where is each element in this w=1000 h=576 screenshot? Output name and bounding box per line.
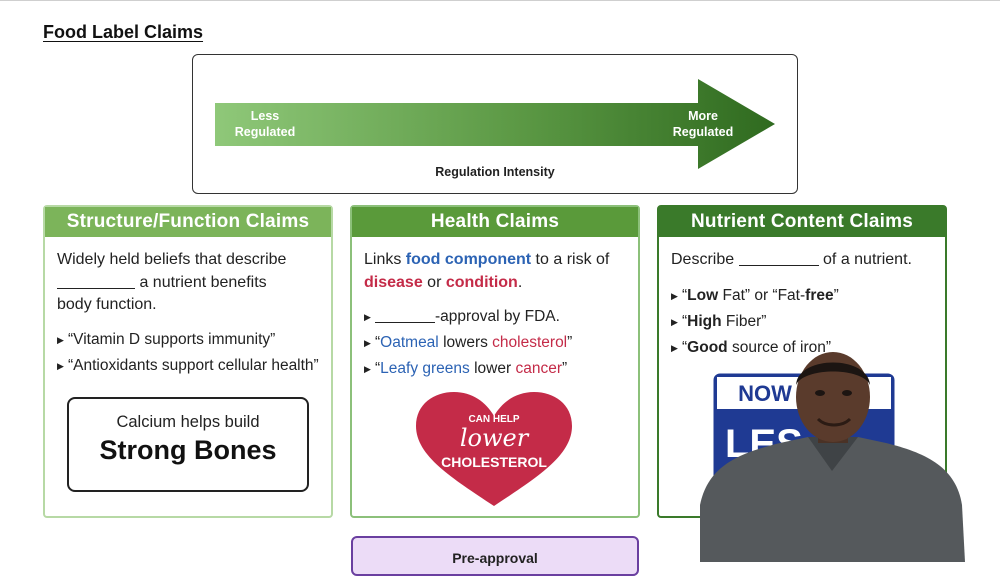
fill-in-blank [375, 308, 435, 323]
bullet-triangle-icon: ▶ [364, 364, 371, 374]
heart-icon: CAN HELP lower CHOLESTEROL [416, 392, 572, 506]
bullet-triangle-icon: ▶ [57, 360, 64, 371]
top-divider [0, 0, 1000, 1]
bullet-triangle-icon: ▶ [364, 338, 371, 348]
list-item: ▶“Leafy greens lower cancer” [364, 356, 624, 382]
card-description: Describe of a nutrient. ▶“Low Fat” or “F… [659, 237, 945, 361]
regulation-arrow-panel: Less Regulated More Regulated Regulation… [192, 54, 798, 194]
heart-text-top: CAN HELP [468, 414, 519, 425]
list-item: ▶-approval by FDA. [364, 304, 624, 330]
heart-text-bottom: CHOLESTEROL [441, 454, 547, 470]
bullet-triangle-icon: ▶ [671, 290, 678, 301]
list-item: ▶“Antioxidants support cellular health” [57, 353, 319, 379]
card-title: Structure/Function Claims [45, 207, 331, 237]
bullet-triangle-icon: ▶ [57, 334, 64, 345]
list-item: ▶“Oatmeal lowers cholesterol” [364, 330, 624, 356]
health-claims-card: Health Claims Links food component to a … [350, 205, 640, 518]
strong-bones-example: Calcium helps build Strong Bones [67, 397, 309, 492]
structure-function-card: Structure/Function Claims Widely held be… [43, 205, 333, 518]
card-title: Health Claims [352, 207, 638, 237]
card-description: Links food component to a risk of diseas… [352, 237, 638, 382]
bullet-triangle-icon: ▶ [671, 342, 678, 353]
bullet-triangle-icon: ▶ [671, 316, 678, 327]
less-regulated-label: Less Regulated [234, 109, 296, 139]
list-item: ▶“Good source of iron” [671, 335, 931, 361]
arrow-caption: Regulation Intensity [435, 165, 555, 179]
presenter-video [700, 352, 965, 562]
list-item: ▶“High Fiber” [671, 309, 931, 335]
fill-in-blank [738, 251, 819, 266]
list-item: ▶“Low Fat” or “Fat-free” [671, 283, 931, 309]
pre-approval-box: Pre-approval [351, 536, 639, 576]
heart-text-middle: lower [460, 424, 530, 452]
sign-text-now: NOW [738, 381, 792, 406]
bullet-triangle-icon: ▶ [364, 312, 371, 322]
list-item: ▶“Vitamin D supports immunity” [57, 327, 317, 353]
more-regulated-label: More Regulated [672, 109, 734, 139]
fill-in-blank [57, 274, 135, 289]
regulation-arrow [215, 79, 775, 169]
card-title: Nutrient Content Claims [659, 207, 945, 237]
card-description: Widely held beliefs that describe a nutr… [45, 237, 331, 379]
page-title: Food Label Claims [43, 22, 204, 42]
